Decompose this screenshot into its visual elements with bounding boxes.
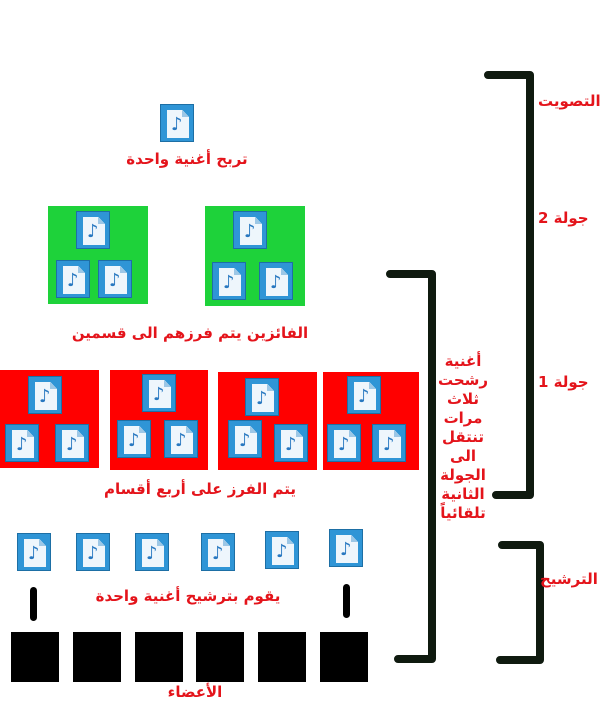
- nominated-song-icon: ♪: [201, 533, 235, 571]
- round2-song-icon: ♪: [98, 260, 132, 298]
- round2-label: جولة 2: [538, 209, 589, 227]
- round1-song-icon: ♪: [228, 420, 262, 458]
- winners-split-label: الفائزين يتم فرزهم الى قسمين: [71, 324, 309, 342]
- round1-song-icon: ♪: [245, 378, 279, 416]
- round1-song-icon: ♪: [347, 376, 381, 414]
- split-four-label: يتم الفرز على أربع أقسام: [104, 480, 296, 498]
- nominated-song-icon: ♪: [76, 533, 110, 571]
- member-block: [196, 632, 244, 682]
- nominated-song-icon: ♪: [17, 533, 51, 571]
- nominated-song-icon: ♪: [329, 529, 363, 567]
- member-block: [73, 632, 121, 682]
- round1-song-icon: ♪: [28, 376, 62, 414]
- member-block: [11, 632, 59, 682]
- member-block: [258, 632, 306, 682]
- round1-song-icon: ♪: [372, 424, 406, 462]
- round1-label: جولة 1: [538, 373, 589, 391]
- nomination-link-right: [343, 584, 350, 618]
- round2-song-icon: ♪: [233, 211, 267, 249]
- round1-song-icon: ♪: [117, 420, 151, 458]
- round2-song-icon: ♪: [56, 260, 90, 298]
- nominate-one-label: يقوم بترشيح أغنية واحدة: [95, 587, 281, 605]
- nomination-label: الترشيح: [540, 570, 598, 588]
- winner-label: تربح أغنية واحدة: [126, 150, 248, 168]
- round2-song-icon: ♪: [212, 262, 246, 300]
- voting-label: التصويت: [538, 92, 600, 110]
- round1-song-icon: ♪: [142, 374, 176, 412]
- round1-song-icon: ♪: [164, 420, 198, 458]
- bracket-voting: [484, 71, 534, 499]
- members-label: الأعضاء: [167, 683, 223, 701]
- member-block: [135, 632, 183, 682]
- winner-song-icon: ♪: [160, 104, 194, 142]
- nomination-link-left: [30, 587, 37, 621]
- nominated-song-icon: ♪: [135, 533, 169, 571]
- round2-song-icon: ♪: [76, 211, 110, 249]
- round1-song-icon: ♪: [274, 424, 308, 462]
- bracket-nomination: [496, 541, 544, 664]
- round2-song-icon: ♪: [259, 262, 293, 300]
- round1-song-icon: ♪: [55, 424, 89, 462]
- round1-song-icon: ♪: [327, 424, 361, 462]
- triple-nominated-label: أغنية رشحت ثلاث مرات تنتقل الى الجولة ال…: [437, 352, 489, 522]
- nominated-song-icon: ♪: [265, 531, 299, 569]
- bracket-triple-nominated: [386, 270, 436, 663]
- round1-song-icon: ♪: [5, 424, 39, 462]
- member-block: [320, 632, 368, 682]
